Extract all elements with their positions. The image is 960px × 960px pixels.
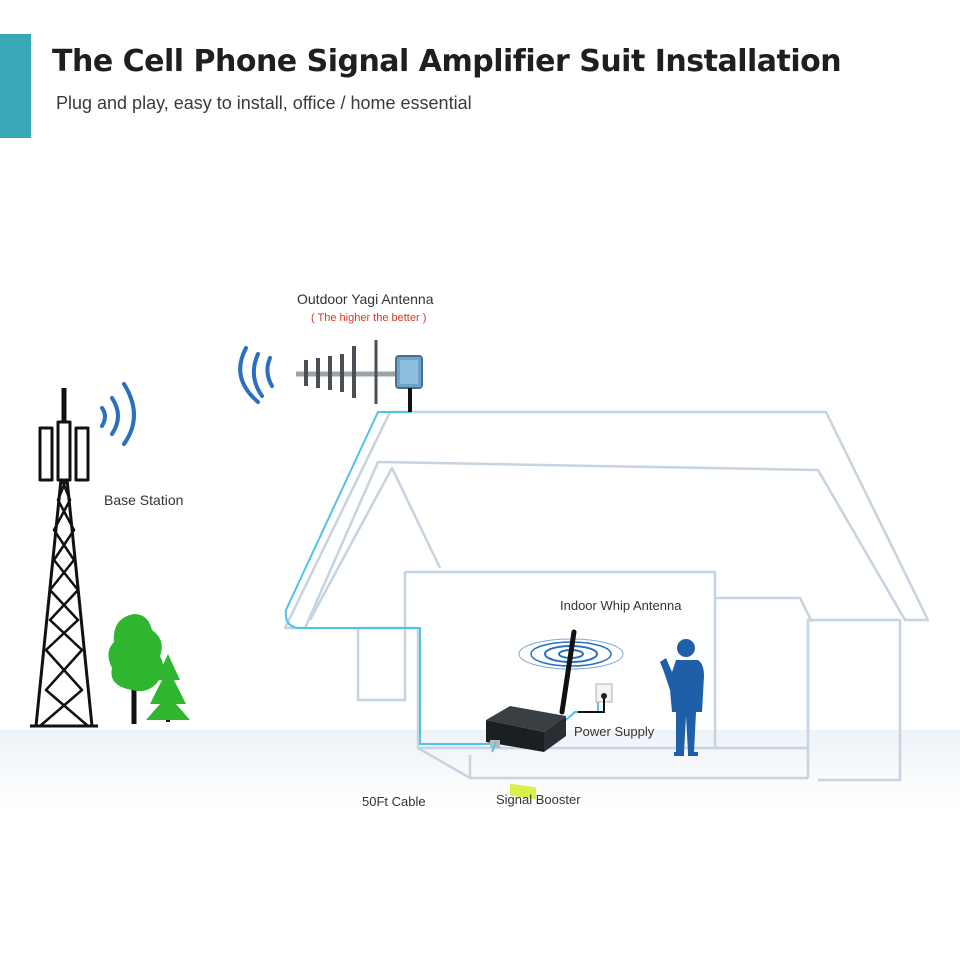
page-subtitle: Plug and play, easy to install, office /… bbox=[56, 93, 472, 113]
indoor-antenna-label: Indoor Whip Antenna bbox=[560, 598, 682, 613]
accent-bar bbox=[0, 34, 31, 138]
cable-label: 50Ft Cable bbox=[362, 794, 426, 809]
house-icon bbox=[283, 410, 930, 782]
base-station-label: Base Station bbox=[104, 492, 184, 508]
signal-wave-icon bbox=[100, 382, 136, 446]
power-socket-icon bbox=[578, 683, 613, 713]
coaxial-cable bbox=[284, 396, 599, 745]
outdoor-antenna-note: ( The higher the better ) bbox=[311, 312, 427, 324]
page-title: The Cell Phone Signal Amplifier Suit Ins… bbox=[52, 44, 842, 79]
signal-booster-icon bbox=[486, 706, 566, 800]
cell-tower-icon bbox=[30, 388, 98, 728]
antenna-signal-wave-icon bbox=[238, 346, 274, 404]
booster-label: Signal Booster bbox=[496, 792, 581, 807]
person-on-phone-icon bbox=[660, 639, 704, 756]
whip-antenna-icon bbox=[559, 629, 577, 715]
power-supply-label: Power Supply bbox=[574, 724, 655, 739]
outdoor-antenna-label: Outdoor Yagi Antenna bbox=[297, 291, 434, 307]
ground bbox=[0, 730, 960, 810]
tree-icon bbox=[108, 614, 190, 724]
yagi-antenna-icon bbox=[296, 340, 423, 412]
